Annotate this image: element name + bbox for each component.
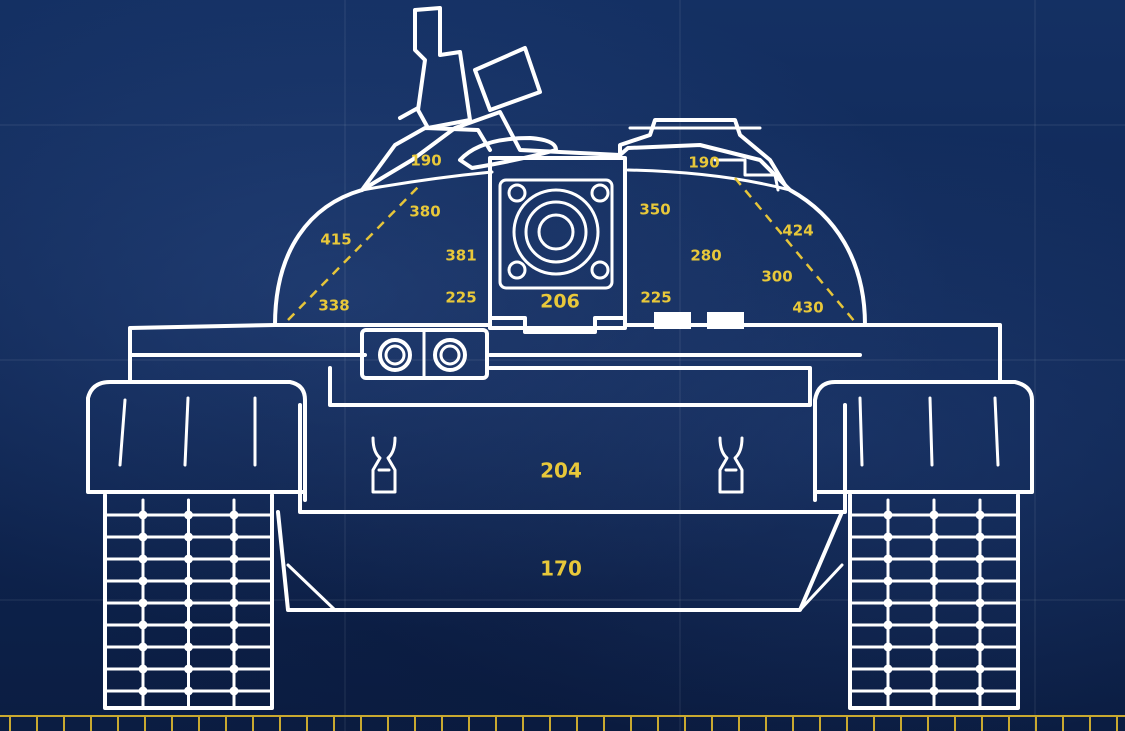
tow-hook-left (371, 436, 397, 494)
lower-glacis-plate (276, 510, 844, 612)
headlight-left-inner (384, 344, 406, 366)
bolt-bl (507, 260, 527, 280)
gun-muzzle-outer (512, 188, 600, 276)
headlight-right-inner (439, 344, 461, 366)
turret-dome (273, 110, 867, 327)
armor-label-turret-left-outer: 415 (320, 231, 351, 249)
vision-block-left (654, 312, 691, 329)
armor-label-turret-left-mid: 381 (445, 247, 476, 265)
armor-label-cupola-right: 190 (688, 154, 719, 172)
fender-left-ribs (118, 396, 257, 467)
armor-label-lower-plate: 170 (540, 557, 582, 581)
armor-label-mantlet: 206 (540, 291, 580, 313)
hull (86, 323, 1034, 710)
fender-left (86, 380, 307, 502)
armor-label-turret-right-mid: 280 (690, 247, 721, 265)
turret-roof-line (360, 168, 792, 192)
armor-label-turret-right-low: 225 (640, 289, 671, 307)
armor-label-turret-right-corner: 430 (792, 299, 823, 317)
bolt-tr (590, 183, 610, 203)
armor-label-turret-right-upper: 350 (639, 201, 670, 219)
track-left-links (103, 498, 274, 708)
hatch-lid (458, 136, 558, 170)
gun-muzzle-inner (537, 213, 575, 251)
bolt-tl (507, 183, 527, 203)
armor-label-cupola-left: 190 (410, 152, 441, 170)
lower-plate-left-wedge (286, 563, 337, 612)
gun-muzzle-mid (524, 200, 588, 264)
vision-block-right (707, 312, 744, 329)
fender-right (813, 380, 1034, 502)
armor-label-upper-plate: 204 (540, 459, 582, 483)
cupola-right (618, 118, 787, 187)
track-right-links (848, 498, 1020, 708)
bottom-ruler (0, 715, 1125, 731)
cupola-left (360, 126, 492, 192)
bolt-br (590, 260, 610, 280)
armor-label-turret-right-outer: 424 (782, 222, 813, 240)
tow-hook-right (718, 436, 744, 494)
headlight-right (433, 338, 467, 372)
armor-label-turret-right-side: 300 (761, 268, 792, 286)
upper-glacis-plate (298, 403, 847, 514)
armor-labels: 190 190 380 415 381 225 338 206 350 280 … (318, 152, 823, 581)
armor-zone-line-left (287, 184, 421, 321)
searchlight (473, 46, 542, 112)
gun-mantlet-frame (488, 156, 627, 330)
turret (273, 6, 867, 334)
mantlet-lower (488, 316, 627, 334)
cupola-right-periscope (713, 158, 780, 192)
armor-label-turret-left-upper: 380 (409, 203, 440, 221)
fender-right-ribs (858, 396, 1000, 467)
armor-label-turret-left-low: 225 (445, 289, 476, 307)
headlight-housing (360, 328, 489, 380)
sight-mount (413, 6, 472, 130)
sight-mount-arm (398, 106, 420, 120)
upper-glacis-top (328, 366, 812, 407)
headlight-left (378, 338, 412, 372)
gun-face-plate (498, 178, 614, 290)
lower-plate-right-wedge (798, 563, 844, 612)
armor-label-turret-left-corner: 338 (318, 297, 349, 315)
